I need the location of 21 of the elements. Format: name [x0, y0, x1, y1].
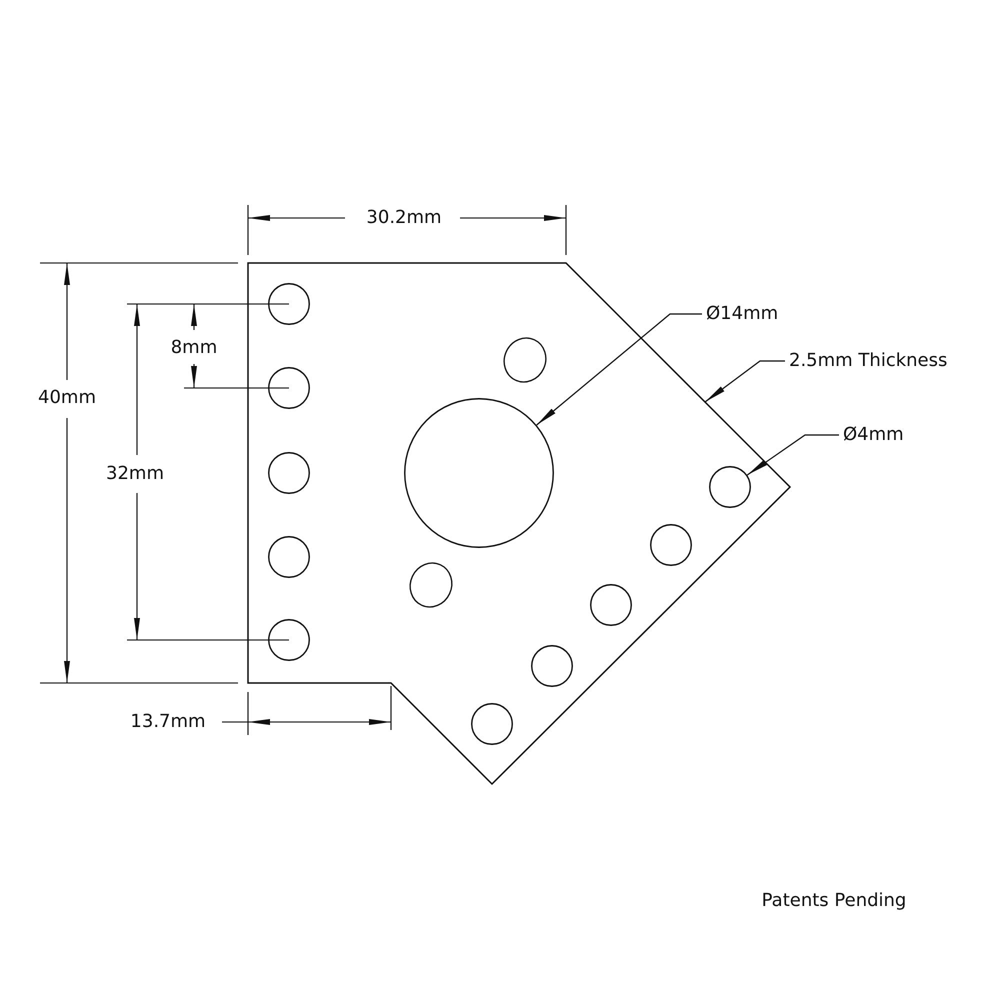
hole-circle — [590, 584, 632, 626]
hole-circle — [709, 466, 751, 508]
hole-circle — [268, 619, 310, 661]
hole-circle — [268, 536, 310, 578]
hole-circle — [268, 283, 310, 325]
callout-text: Ø4mm — [843, 426, 904, 444]
callout-text: 2.5mm Thickness — [789, 352, 948, 370]
leader-line — [704, 360, 785, 402]
hole-circle — [650, 524, 692, 566]
note-text: Patents Pending — [762, 891, 906, 911]
hole-circle — [268, 367, 310, 409]
leader-line — [746, 434, 839, 476]
leader-line — [536, 313, 702, 426]
plate-outline — [248, 263, 790, 784]
hole-circle — [531, 645, 573, 687]
oval-hole — [502, 337, 548, 383]
oval-hole — [408, 562, 454, 608]
hole-circle — [471, 703, 513, 745]
hole-circle — [268, 452, 310, 494]
callout-text: Ø14mm — [706, 305, 778, 323]
hole-circle — [404, 398, 554, 548]
